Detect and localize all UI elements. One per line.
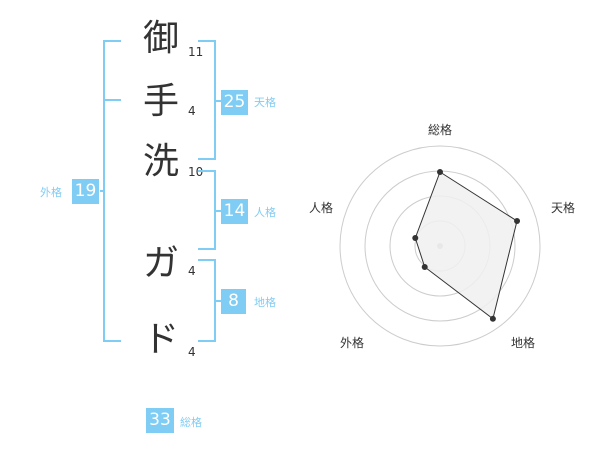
gaikaku-connector <box>100 190 105 192</box>
radar-point-soukaku <box>437 169 443 175</box>
radar-point-jinkaku <box>412 234 419 241</box>
name-char-4: ガ <box>142 243 179 284</box>
name-char-3: 洗 <box>142 141 179 182</box>
radar-point-gaikaku <box>421 264 428 271</box>
chikaku-value: 8 <box>221 289 246 314</box>
radar-label-gaikaku: 外格 <box>340 336 365 350</box>
stroke-count-4: 4 <box>188 264 196 278</box>
gaikaku-value: 19 <box>72 179 99 204</box>
chikaku-connector <box>214 300 222 302</box>
jinkaku-value: 14 <box>221 199 248 224</box>
radar-point-tenkaku <box>514 217 521 224</box>
radar-label-tenkaku: 天格 <box>551 201 576 215</box>
stroke-count-3: 10 <box>188 165 204 179</box>
tenkaku-value: 25 <box>221 90 248 115</box>
name-char-5: ド <box>142 319 179 360</box>
radar-label-jinkaku: 人格 <box>309 201 334 215</box>
tenkaku-label: 天格 <box>254 96 276 109</box>
jinkaku-connector <box>214 210 222 212</box>
stroke-count-2: 4 <box>188 104 196 118</box>
radar-label-soukaku: 総格 <box>428 123 453 137</box>
stroke-count-1: 11 <box>188 45 204 59</box>
radar-point-chikaku <box>489 315 496 322</box>
gaikaku-label: 外格 <box>40 186 62 199</box>
name-char-1: 御 <box>142 18 179 59</box>
jinkaku-label: 人格 <box>254 206 276 219</box>
soukaku-value: 33 <box>146 408 174 433</box>
soukaku-label: 総格 <box>180 416 202 429</box>
tenkaku-connector <box>214 100 222 102</box>
radar-ring-1 <box>339 145 541 347</box>
gaikaku-bracket-tick <box>103 99 121 101</box>
chikaku-label: 地格 <box>254 296 276 309</box>
radar-label-chikaku: 地格 <box>511 336 536 350</box>
radar-polygon <box>414 171 518 320</box>
name-char-2: 手 <box>142 81 179 122</box>
stroke-count-5: 4 <box>188 345 196 359</box>
